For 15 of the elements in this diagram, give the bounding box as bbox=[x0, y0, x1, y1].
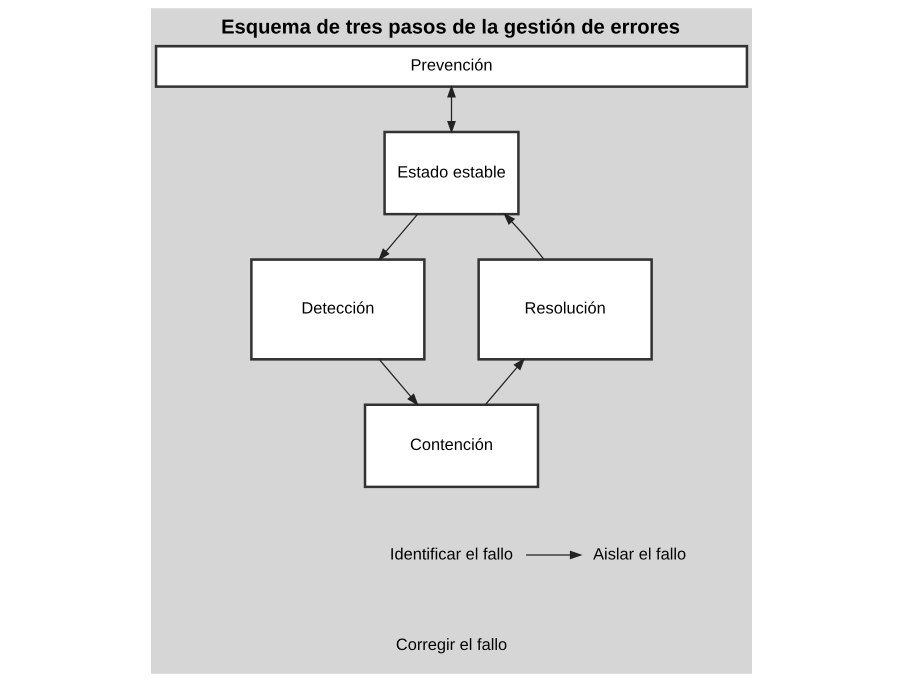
arrow bbox=[526, 550, 582, 560]
node-box: Estado estable bbox=[382, 130, 520, 216]
arrow bbox=[446, 84, 456, 134]
arrow bbox=[502, 212, 544, 260]
node-box: Prevención bbox=[154, 44, 748, 88]
node-box: Detección bbox=[250, 258, 426, 361]
node-box: Contención bbox=[363, 404, 539, 488]
node-box: Resolución bbox=[476, 258, 652, 361]
arrow bbox=[378, 358, 418, 406]
arrow bbox=[484, 358, 525, 405]
arrow bbox=[378, 214, 418, 261]
node-text: Aislar el fallo bbox=[592, 545, 686, 564]
label: Corregir el fallo bbox=[395, 636, 507, 654]
diagram-title: Esquema de tres pasos de la gestión de errores bbox=[220, 16, 680, 38]
node-text: Identificar el fallo bbox=[389, 545, 513, 564]
